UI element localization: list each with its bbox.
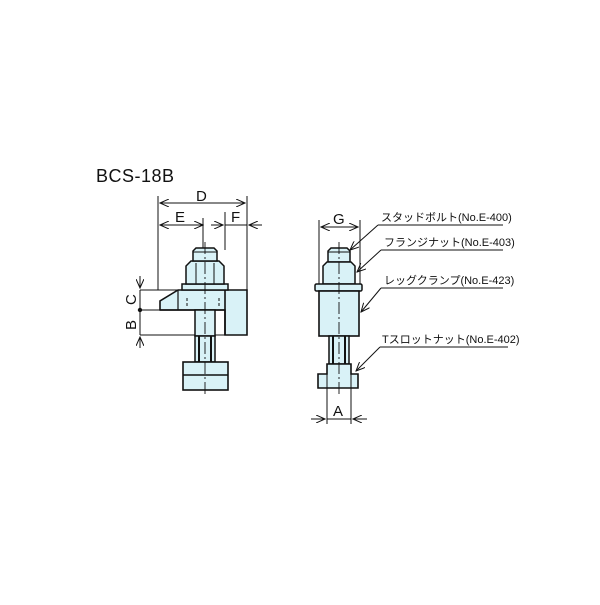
dim-d-label: D (196, 188, 207, 205)
dim-g-label: G (333, 211, 345, 228)
svg-text:フランジナット(No.E-403): フランジナット(No.E-403) (384, 236, 515, 249)
dim-b-label: B (123, 320, 140, 330)
svg-text:レッグクランプ(No.E-423): レッグクランプ(No.E-423) (384, 273, 514, 287)
svg-text:スタッドボルト(No.E-400): スタッドボルト(No.E-400) (381, 211, 512, 224)
dim-c-label: C (123, 294, 140, 305)
front-view: D E F C B (123, 188, 262, 396)
callout-leg-clamp: レッグクランプ(No.E-423) (361, 273, 514, 312)
dim-a-label: A (333, 403, 343, 420)
dim-e-label: E (175, 209, 185, 226)
t-slot-nut-front (182, 361, 229, 391)
leg-clamp-front (159, 289, 248, 336)
svg-text:Tスロットナット(No.E-402): Tスロットナット(No.E-402) (382, 333, 520, 346)
callout-stud-bolt: スタッドボルト(No.E-400) (350, 211, 512, 250)
dim-f-label: F (231, 209, 240, 226)
callout-flange-nut: フランジナット(No.E-403) (357, 236, 515, 272)
model-title: BCS-18B (96, 166, 175, 186)
side-view: G A (311, 211, 520, 424)
callout-t-slot-nut: Tスロットナット(No.E-402) (356, 333, 520, 371)
